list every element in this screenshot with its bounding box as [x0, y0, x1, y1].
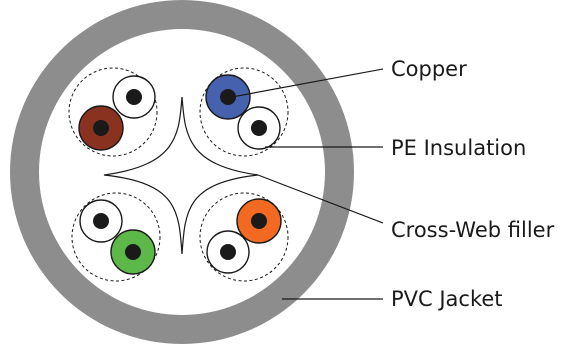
copper-conductor	[93, 213, 109, 229]
orange-pair	[206, 198, 282, 274]
cross-web-filler-leader-line	[257, 174, 384, 224]
cross-web-filler-label: Cross-Web filler	[391, 218, 555, 242]
copper-conductor	[93, 120, 109, 136]
pair-bundle-top-right	[199, 67, 289, 157]
pe-insulation-label: PE Insulation	[391, 136, 526, 160]
copper-conductor	[251, 120, 267, 136]
copper-conductor	[125, 244, 141, 260]
copper-leader-line	[231, 68, 384, 98]
copper-label: Copper	[391, 57, 467, 81]
pair-bundle-top-left	[68, 67, 158, 157]
pair-bundle-bottom-left	[71, 192, 161, 282]
pair-bundle-bottom-right	[199, 192, 289, 282]
brown-pair	[78, 75, 156, 151]
copper-conductor	[126, 89, 142, 105]
copper-conductor	[220, 89, 236, 105]
copper-conductor	[220, 244, 236, 260]
pvc-jacket-label: PVC Jacket	[391, 287, 503, 311]
copper-conductor	[251, 213, 267, 229]
cross-web-filler	[103, 96, 259, 255]
blue-pair	[205, 74, 281, 150]
green-pair	[79, 199, 156, 275]
